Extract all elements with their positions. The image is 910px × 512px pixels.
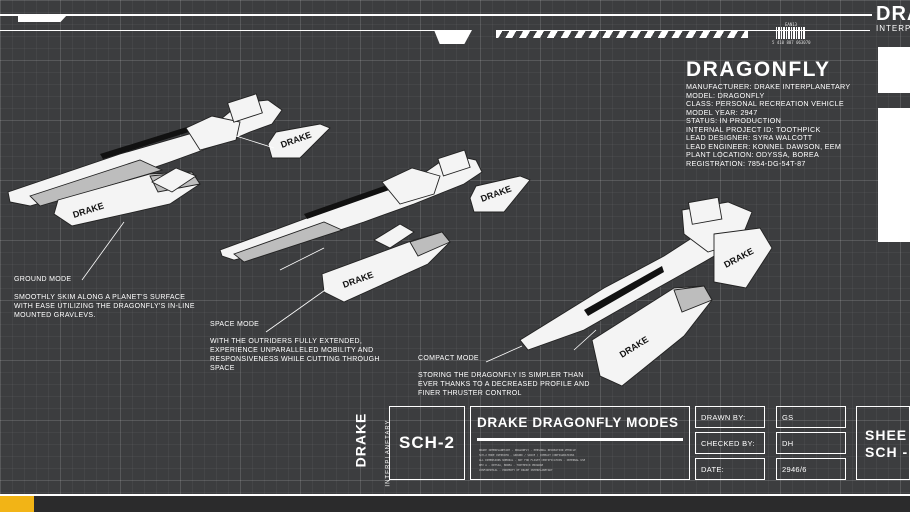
header-rule: [0, 30, 440, 31]
sheet-number: SCH -: [865, 444, 909, 460]
space-mode-description: WITH THE OUTRIDERS FULLY EXTENDED, EXPER…: [210, 338, 380, 372]
bottom-strip: [0, 496, 910, 512]
space-mode-label: SPACE MODE: [210, 321, 260, 328]
barcode-icon: [776, 27, 806, 39]
drake-logo-top-right: DRA INTERPL: [876, 4, 910, 42]
sheet-label: SHEE: [865, 427, 908, 443]
top-border-tab: [18, 14, 68, 22]
sheet-box: SHEE SCH -: [856, 406, 910, 480]
date-value: 2946/6: [776, 458, 846, 480]
spec-line: LEAD ENGINEER: KONNEL DAWSON, EEM: [686, 141, 842, 151]
fine-print: SCH-2 MODE OVERVIEW - GROUND / SPACE / C…: [479, 454, 575, 457]
fine-print: ALL DIMENSIONS NOMINAL - NOT FOR FLIGHT …: [479, 459, 586, 462]
drake-logo-title-block: DRAKE INTERPLANETARY: [352, 410, 391, 487]
spec-line: CLASS: PERSONAL RECREATION VEHICLE: [686, 99, 844, 108]
hazard-stripes: [496, 30, 748, 38]
logo-subtitle: INTERPL: [876, 24, 910, 33]
spec-line: MODEL YEAR: 2947: [686, 107, 758, 117]
ship-space-mode: DRAKE DRAKE: [219, 149, 531, 303]
spec-line: REGISTRATION: 7854-DG-54T-87: [686, 158, 806, 168]
spec-line: MODEL: DRAGONFLY: [686, 90, 765, 100]
side-panel-block: [878, 47, 910, 93]
spec-list: MANUFACTURER: DRAKE INTERPLANETARY MODEL…: [686, 82, 851, 168]
logo-wordmark: DRAKE: [352, 412, 369, 468]
fine-print: REV A - ODYSSA, BOREA - TOOTHPICK PROGRA…: [479, 464, 544, 467]
drawing-title: DRAKE DRAGONFLY MODES: [477, 415, 679, 430]
barcode-number: 5 410 887 063070: [772, 40, 811, 45]
compact-mode-label: COMPACT MODE: [418, 355, 479, 362]
logo-wordmark: DRA: [876, 3, 910, 25]
fine-print: DRAKE INTERPLANETARY - DRAGONFLY - PERSO…: [479, 449, 576, 452]
spec-line: INTERNAL PROJECT ID: TOOTHPICK: [686, 124, 821, 134]
checked-by-label: CHECKED BY:: [695, 432, 765, 454]
drawing-title-rule: [477, 438, 683, 441]
compact-mode-description: STORING THE DRAGONFLY IS SIMPLER THAN EV…: [418, 372, 590, 397]
ground-mode-label: GROUND MODE: [14, 276, 72, 283]
barcode-label: EAN13: [785, 22, 798, 27]
fine-print: CONFIDENTIAL - PROPERTY OF DRAKE INTERPL…: [479, 469, 553, 472]
spec-line: STATUS: IN PRODUCTION: [686, 116, 782, 125]
drawn-by-label: DRAWN BY:: [695, 406, 765, 428]
ship-ground-mode: DRAKE DRAKE: [7, 93, 331, 227]
spec-line: LEAD DESIGNER: SYRA WALCOTT: [686, 133, 813, 142]
spec-line: PLANT LOCATION: ODYSSA, BOREA: [686, 150, 820, 159]
schematic-id: SCH-2: [389, 406, 465, 480]
drawing-title-box: DRAKE DRAGONFLY MODES DRAKE INTERPLANETA…: [470, 406, 690, 480]
bottom-border-line: [0, 494, 910, 496]
ship-title: DRAGONFLY: [686, 58, 831, 81]
checked-by-value: DH: [776, 432, 846, 454]
ground-mode-description: SMOOTHLY SKIM ALONG A PLANET'S SURFACE W…: [14, 294, 195, 319]
header-notch: [434, 30, 472, 44]
ship-compact-mode: DRAKE DRAKE: [519, 196, 773, 387]
date-label: DATE:: [695, 458, 765, 480]
yellow-accent: [0, 496, 34, 512]
drawn-by-value: GS: [776, 406, 846, 428]
top-border-line: [0, 14, 872, 16]
spec-line: MANUFACTURER: DRAKE INTERPLANETARY: [686, 82, 851, 91]
side-panel-block: [878, 108, 910, 242]
